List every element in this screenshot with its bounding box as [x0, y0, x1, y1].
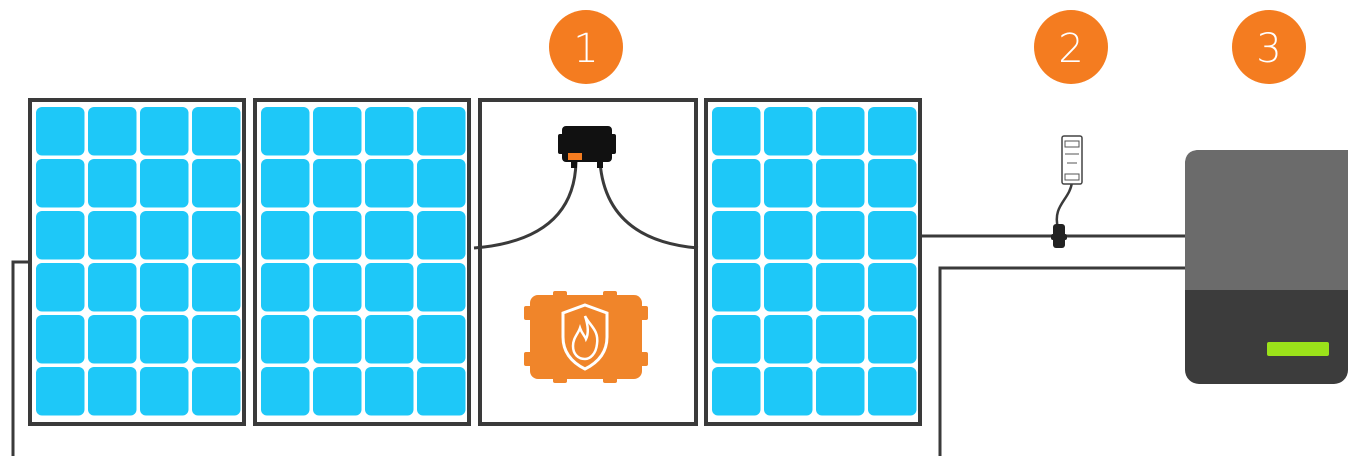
wire-left-down — [11, 260, 30, 456]
solar-cell — [764, 263, 813, 312]
solar-cell — [764, 367, 813, 416]
solar-panel-2 — [253, 98, 471, 426]
solar-cell — [192, 263, 241, 312]
solar-cell — [868, 263, 917, 312]
solar-cell — [192, 367, 241, 416]
mc4-connector-icon — [1051, 224, 1067, 248]
solar-cell — [313, 211, 362, 260]
solar-panel-3 — [704, 98, 922, 426]
solar-cell — [868, 159, 917, 208]
solar-cell — [36, 263, 85, 312]
solar-cell — [868, 107, 917, 156]
solar-cell — [313, 367, 362, 416]
solar-cell — [417, 263, 466, 312]
wire-shutdown-right — [598, 161, 699, 250]
junction-box-icon — [558, 126, 616, 168]
solar-cell — [417, 211, 466, 260]
wire-shutdown-left — [473, 161, 578, 250]
solar-cell — [712, 211, 761, 260]
solar-cell — [712, 159, 761, 208]
solar-cell — [868, 315, 917, 364]
solar-cell — [36, 367, 85, 416]
solar-cell — [816, 107, 865, 156]
solar-cell — [261, 315, 310, 364]
solar-cell — [36, 315, 85, 364]
badge-3: 3 — [1232, 10, 1306, 84]
solar-cell — [192, 107, 241, 156]
solar-cell — [365, 315, 414, 364]
solar-cell — [88, 367, 137, 416]
solar-cell — [192, 159, 241, 208]
svg-text:2: 2 — [1058, 26, 1083, 72]
inverter-icon — [1185, 150, 1348, 384]
solar-cell — [417, 367, 466, 416]
solar-cell — [313, 315, 362, 364]
wire-to-inverter-bottom — [938, 266, 1185, 456]
solar-cell — [192, 315, 241, 364]
wiring — [11, 161, 1185, 456]
solar-cell — [816, 315, 865, 364]
solar-cell — [88, 263, 137, 312]
solar-cell — [712, 107, 761, 156]
solar-cell — [88, 107, 137, 156]
solar-cell — [712, 367, 761, 416]
solar-cell — [192, 211, 241, 260]
solar-cell — [261, 263, 310, 312]
solar-cell — [764, 211, 813, 260]
solar-cell — [764, 107, 813, 156]
solar-cell — [261, 159, 310, 208]
solar-cell — [313, 159, 362, 208]
solar-cell — [712, 315, 761, 364]
solar-panel-1 — [28, 98, 246, 426]
badge-2: 2 — [1034, 10, 1108, 84]
solar-cell — [816, 211, 865, 260]
solar-cell — [365, 159, 414, 208]
solar-cell — [140, 263, 189, 312]
solar-cell — [140, 107, 189, 156]
solar-cell — [816, 263, 865, 312]
wire-transmitter-drop — [1055, 181, 1074, 229]
solar-cell — [816, 367, 865, 416]
solar-cell — [365, 367, 414, 416]
solar-cell — [36, 159, 85, 208]
solar-cell — [365, 107, 414, 156]
svg-text:1: 1 — [573, 26, 598, 72]
solar-cell — [88, 315, 137, 364]
solar-cell — [764, 315, 813, 364]
solar-cell — [140, 367, 189, 416]
solar-cell — [261, 367, 310, 416]
solar-cell — [417, 107, 466, 156]
svg-text:3: 3 — [1256, 26, 1281, 72]
solar-cell — [365, 211, 414, 260]
solar-cell — [36, 107, 85, 156]
solar-cell — [140, 315, 189, 364]
solar-cell — [816, 159, 865, 208]
solar-cell — [313, 107, 362, 156]
solar-cell — [261, 211, 310, 260]
solar-cell — [313, 263, 362, 312]
solar-cell — [36, 211, 85, 260]
solar-cell — [365, 263, 414, 312]
solar-cell — [88, 211, 137, 260]
badge-1: 1 — [549, 10, 623, 84]
solar-cell — [88, 159, 137, 208]
solar-cell — [140, 159, 189, 208]
solar-cell — [712, 263, 761, 312]
din-rail-transmitter-icon — [1061, 135, 1083, 185]
solar-cell — [140, 211, 189, 260]
solar-cell — [417, 159, 466, 208]
solar-cell — [417, 315, 466, 364]
solar-cell — [868, 211, 917, 260]
solar-cell — [261, 107, 310, 156]
solar-cell — [764, 159, 813, 208]
fire-shield-icon — [524, 291, 648, 383]
solar-cell — [868, 367, 917, 416]
